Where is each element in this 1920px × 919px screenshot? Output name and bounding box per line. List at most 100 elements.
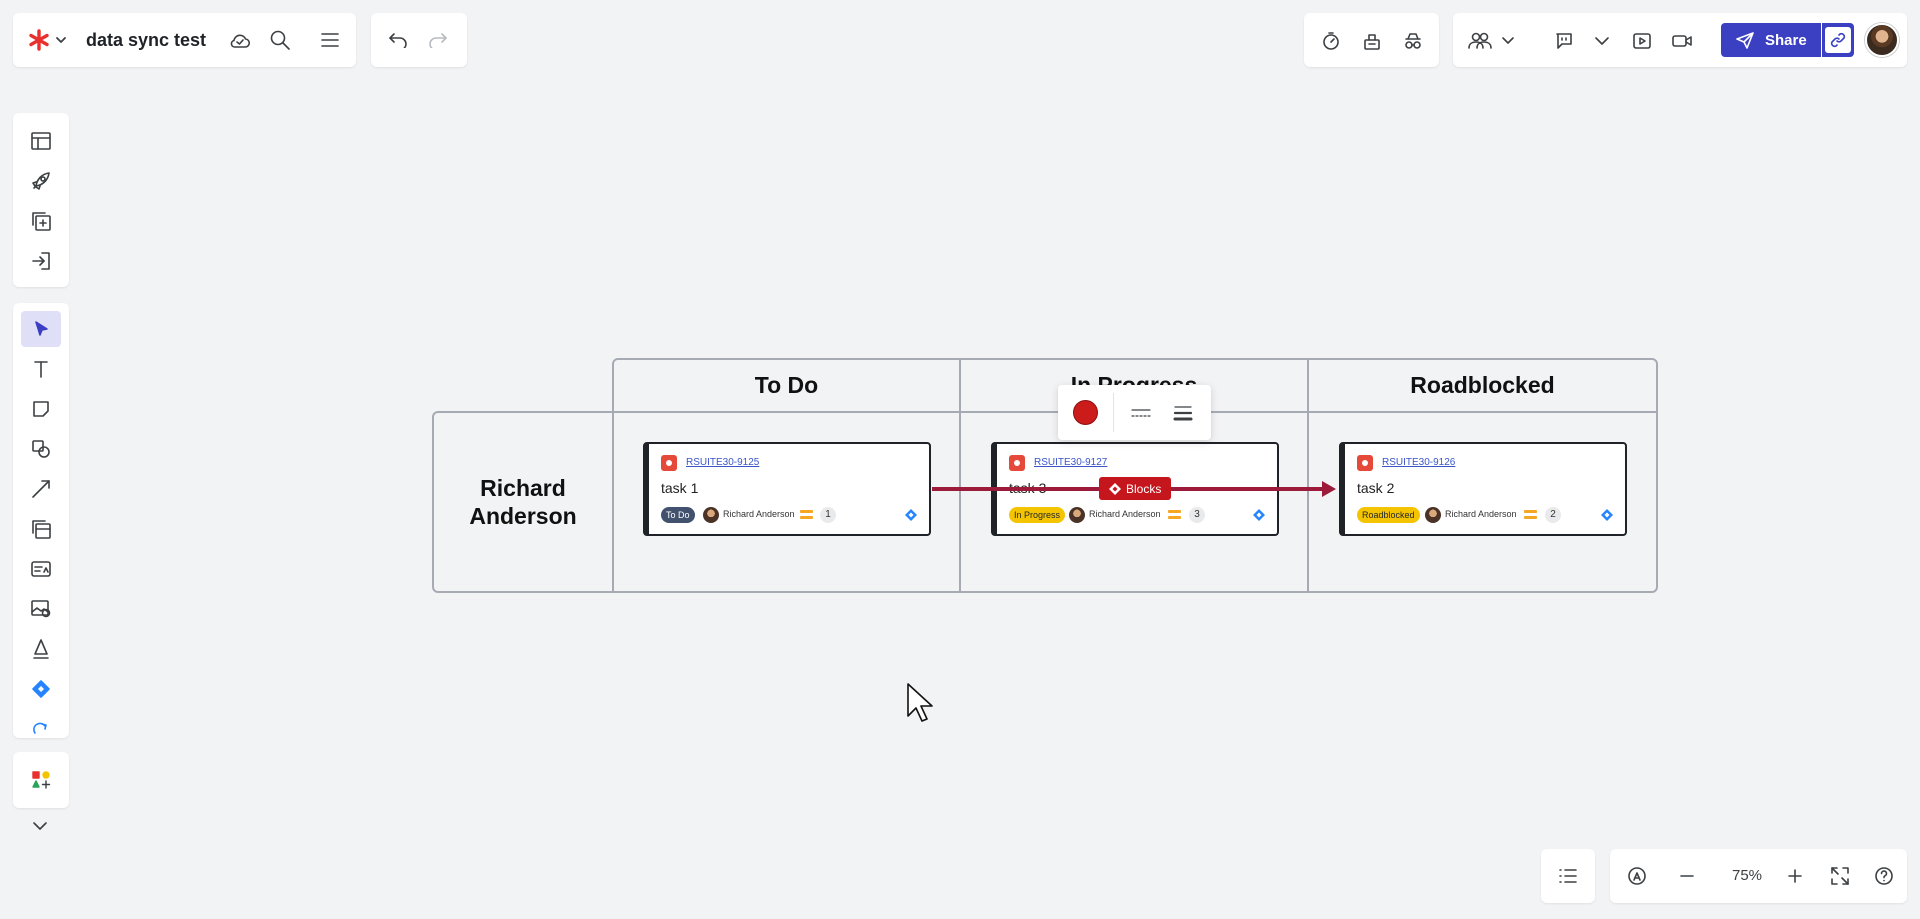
share-button-label: Share: [1765, 31, 1807, 49]
jira-icon: [1253, 509, 1265, 521]
line-weight-icon[interactable]: [1170, 400, 1196, 426]
card-title: task 1: [661, 480, 699, 496]
jira-card-task-1[interactable]: RSUITE30-9125 task 1 To Do Richard Ander…: [643, 442, 931, 536]
undo-redo-toolbar: [371, 13, 467, 67]
column-title: Roadblocked: [1410, 372, 1555, 398]
assignee-name: Richard Anderson: [723, 509, 795, 519]
zoom-toolbar: 75%: [1610, 849, 1907, 903]
voting-icon[interactable]: [1359, 28, 1385, 54]
issue-key-link[interactable]: RSUITE30-9125: [686, 457, 760, 468]
send-icon: [1736, 32, 1754, 49]
column-header-roadblocked[interactable]: Roadblocked: [1307, 358, 1658, 413]
frame-icon[interactable]: [21, 511, 61, 547]
story-points-badge: 3: [1189, 507, 1205, 523]
bug-icon: [1357, 455, 1373, 471]
jira-icon: [905, 509, 917, 521]
redo-icon[interactable]: [425, 27, 451, 53]
line-tool-icon[interactable]: [21, 471, 61, 507]
fit-to-screen-icon[interactable]: [1827, 863, 1853, 889]
app-menu-button[interactable]: [27, 28, 71, 52]
line-style-icon[interactable]: [1128, 400, 1154, 426]
present-icon[interactable]: [1629, 28, 1655, 54]
chevron-down-icon[interactable]: [26, 814, 54, 838]
card-icon[interactable]: [21, 551, 61, 587]
jira-icon[interactable]: [21, 671, 61, 707]
assignee-avatar: [703, 507, 719, 523]
sticky-note-icon[interactable]: [21, 391, 61, 427]
column-header-todo[interactable]: To Do: [612, 358, 961, 413]
bug-icon: [661, 455, 677, 471]
cloud-save-icon[interactable]: [227, 28, 253, 54]
user-avatar[interactable]: [1865, 23, 1899, 57]
private-mode-icon[interactable]: [1400, 28, 1426, 54]
top-left-toolbar: data sync test: [13, 13, 356, 67]
jira-icon: [1601, 509, 1613, 521]
bug-icon: [1009, 455, 1025, 471]
line-color-swatch[interactable]: [1073, 400, 1098, 425]
link-icon: [1830, 32, 1846, 48]
select-tool-icon[interactable]: [21, 311, 61, 347]
templates-icon[interactable]: [21, 123, 61, 159]
priority-medium-icon: [1168, 510, 1181, 519]
accessibility-icon[interactable]: [1624, 863, 1650, 889]
issue-key-link[interactable]: RSUITE30-9127: [1034, 457, 1108, 468]
priority-medium-icon: [800, 510, 813, 519]
jira-icon: [1109, 482, 1121, 495]
jira-card-task-2[interactable]: RSUITE30-9126 task 2 Roadblocked Richard…: [1339, 442, 1627, 536]
swimlane-name-line1: Richard: [480, 475, 566, 501]
shapes-icon[interactable]: [21, 431, 61, 467]
line-format-toolbar: [1058, 385, 1211, 440]
import-icon[interactable]: [21, 243, 61, 279]
add-page-icon[interactable]: [21, 203, 61, 239]
zoom-out-icon[interactable]: [1674, 863, 1700, 889]
collaborators-button[interactable]: [1467, 28, 1517, 54]
status-badge: Roadblocked: [1357, 507, 1420, 523]
left-toolbar-tools: [13, 303, 69, 738]
comment-icon[interactable]: [1551, 28, 1577, 54]
zoom-in-icon[interactable]: [1782, 863, 1808, 889]
left-toolbar-primary: [13, 113, 69, 287]
priority-medium-icon: [1524, 510, 1537, 519]
text-tool-icon[interactable]: [21, 351, 61, 387]
share-toolbar: Share: [1453, 13, 1907, 67]
integration-icon[interactable]: [21, 711, 61, 738]
column-title: To Do: [754, 372, 819, 398]
assignee-avatar: [1069, 507, 1085, 523]
hamburger-icon[interactable]: [317, 27, 343, 53]
swimlane-name-line2: Anderson: [469, 503, 577, 529]
share-button[interactable]: Share: [1721, 23, 1821, 57]
assignee-avatar: [1425, 507, 1441, 523]
undo-icon[interactable]: [385, 27, 411, 53]
document-title[interactable]: data sync test: [86, 30, 207, 50]
collaboration-tools: [1304, 13, 1439, 67]
mouse-pointer-icon: [907, 683, 933, 722]
asterisk-logo-icon: [29, 29, 66, 51]
chevron-down-icon[interactable]: [1589, 28, 1615, 54]
status-badge: In Progress: [1009, 507, 1066, 523]
draw-icon[interactable]: [21, 631, 61, 667]
status-badge: To Do: [661, 507, 695, 523]
zoom-level[interactable]: 75%: [1731, 867, 1763, 884]
dependency-label[interactable]: Blocks: [1099, 477, 1171, 500]
issue-key-link[interactable]: RSUITE30-9126: [1382, 457, 1456, 468]
help-icon[interactable]: [1871, 863, 1897, 889]
timer-icon[interactable]: [1318, 28, 1344, 54]
chevron-down-icon: [1502, 37, 1514, 44]
toolbar-divider: [1113, 393, 1114, 432]
rocket-icon[interactable]: [21, 163, 61, 199]
video-camera-icon[interactable]: [1669, 28, 1695, 54]
list-icon[interactable]: [1555, 863, 1581, 889]
copy-link-button[interactable]: [1822, 23, 1854, 57]
outline-panel-toolbar: [1541, 849, 1595, 903]
story-points-badge: 2: [1545, 507, 1561, 523]
story-points-badge: 1: [820, 507, 836, 523]
search-icon[interactable]: [267, 27, 293, 53]
assignee-name: Richard Anderson: [1089, 509, 1161, 519]
dependency-arrowhead: [1322, 481, 1336, 497]
image-icon[interactable]: [21, 591, 61, 627]
assignee-name: Richard Anderson: [1445, 509, 1517, 519]
left-toolbar-apps: [13, 752, 69, 808]
card-title: task 2: [1357, 480, 1395, 496]
apps-icon[interactable]: [28, 767, 54, 793]
